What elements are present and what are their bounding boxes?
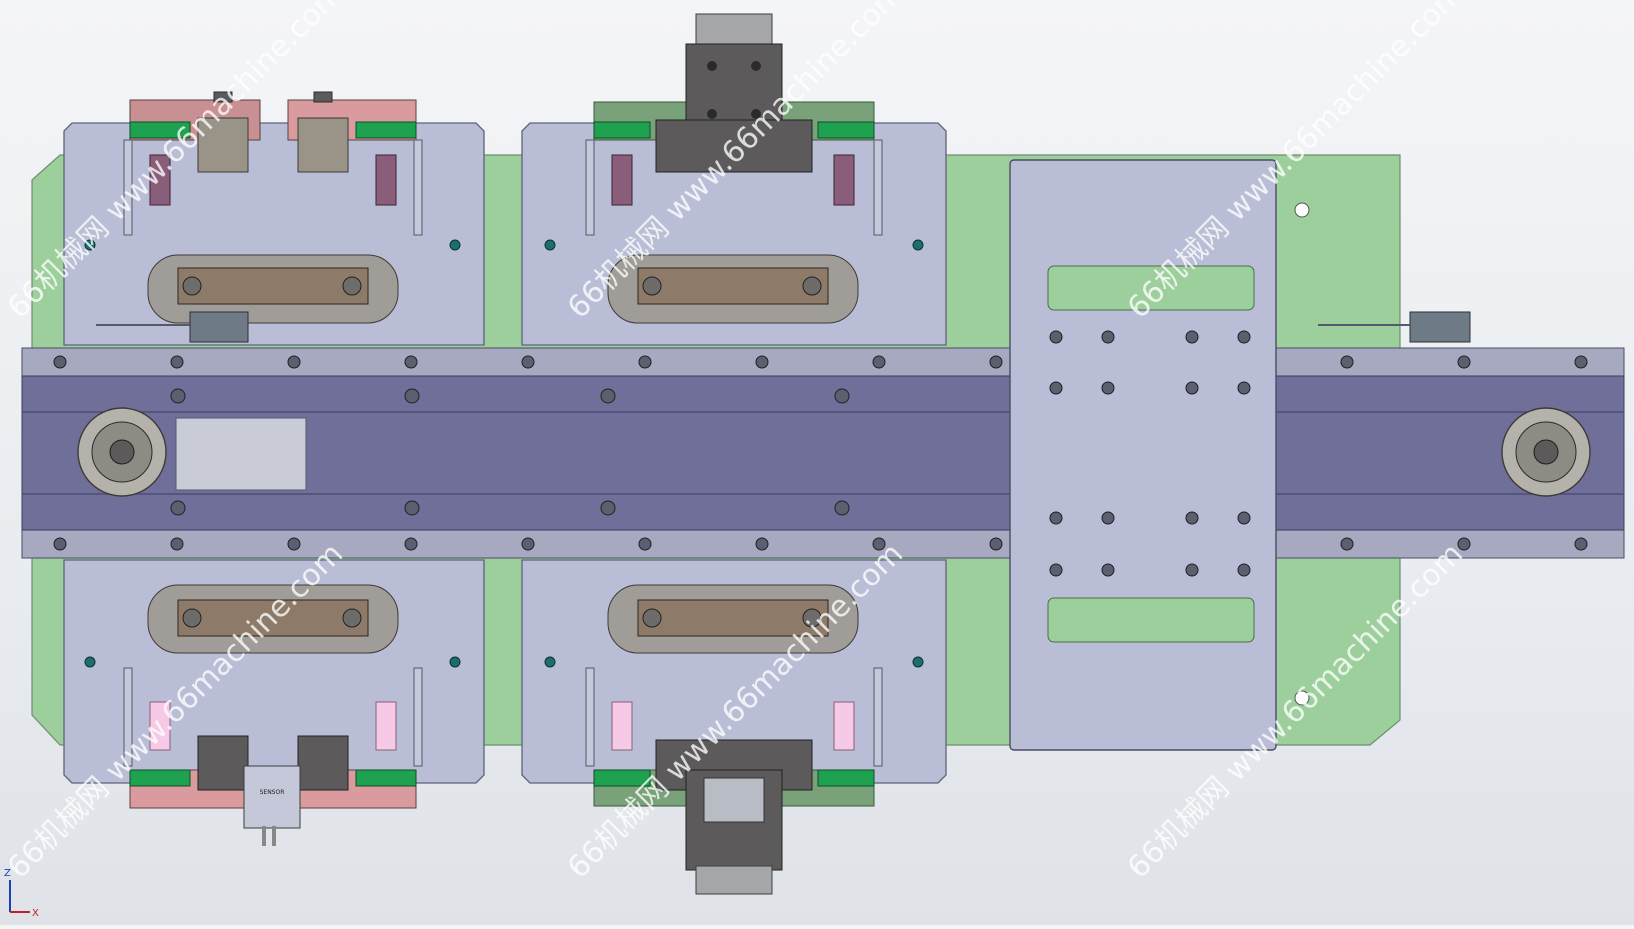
bolt (53, 537, 67, 551)
bolt (1185, 563, 1199, 577)
bolt (755, 537, 769, 551)
carrier-slot-bottom (1047, 597, 1255, 643)
bolt (1049, 511, 1063, 525)
drive-pulley-left[interactable] (77, 407, 167, 497)
bolt (1185, 511, 1199, 525)
view-triad[interactable]: Z X (4, 868, 39, 919)
bolt (1049, 381, 1063, 395)
bolt (1101, 330, 1115, 344)
bolt (287, 537, 301, 551)
idler-pulley-right[interactable] (1501, 407, 1591, 497)
proximity-sensor-right[interactable] (1409, 311, 1471, 343)
conveyor-belt (21, 375, 1625, 531)
bolt (1574, 537, 1588, 551)
gripper-pad (593, 769, 651, 787)
bolt (1049, 330, 1063, 344)
gripper-pad (355, 769, 417, 787)
bolt (600, 500, 616, 516)
bolt (1101, 381, 1115, 395)
fixture-plate-top-left[interactable] (63, 91, 485, 346)
gripper-pad (129, 769, 191, 787)
carrier-slot-top (1047, 265, 1255, 311)
fixture-plate-bottom-middle[interactable] (521, 559, 947, 895)
bolt (53, 355, 67, 369)
triad-axis-label: Z (4, 868, 11, 879)
bolt (1457, 355, 1471, 369)
gripper-pad (593, 121, 651, 139)
proximity-sensor[interactable] (189, 311, 249, 343)
bolt (1101, 563, 1115, 577)
bolt (872, 537, 886, 551)
bolt (170, 388, 186, 404)
bolt (1237, 511, 1251, 525)
bolt (404, 355, 418, 369)
conveyor-rail-bottom (21, 529, 1625, 559)
bolt (1185, 381, 1199, 395)
gripper-pad (129, 121, 191, 139)
bolt (404, 537, 418, 551)
photoelectric-sensor[interactable] (243, 765, 301, 829)
bolt (600, 388, 616, 404)
sensor-label: SENSOR (260, 789, 285, 796)
carrier-plate-right[interactable] (1009, 159, 1471, 751)
bolt (872, 355, 886, 369)
bolt (170, 537, 184, 551)
bolt (404, 388, 420, 404)
gripper-pad (355, 121, 417, 139)
carrier-bolts (1049, 330, 1251, 577)
bolt (287, 355, 301, 369)
conveyor-rail-top (21, 347, 1625, 377)
gripper-pad (817, 769, 875, 787)
bolt (834, 388, 850, 404)
bolt (755, 355, 769, 369)
bolt (1237, 330, 1251, 344)
bolt (521, 355, 535, 369)
bolt (989, 355, 1003, 369)
bolt (170, 500, 186, 516)
bolt (404, 500, 420, 516)
bolt (1185, 330, 1199, 344)
bolt (1049, 563, 1063, 577)
bolt (989, 537, 1003, 551)
bolt (1101, 511, 1115, 525)
bolt (1340, 537, 1354, 551)
triad-axis-label: X (32, 908, 39, 919)
gripper-pad (817, 121, 875, 139)
bolt (638, 537, 652, 551)
bolt (521, 537, 535, 551)
bolt (834, 500, 850, 516)
bolt (1574, 355, 1588, 369)
bolt (1237, 381, 1251, 395)
belt-tensioner (175, 417, 307, 491)
fixture-plate-top-middle[interactable] (521, 13, 947, 346)
bolt (1457, 537, 1471, 551)
fixture-plate-bottom-left[interactable]: SENSOR (63, 559, 485, 846)
bolt (170, 355, 184, 369)
bolt (638, 355, 652, 369)
bolt (1237, 563, 1251, 577)
bolt (1340, 355, 1354, 369)
conveyor[interactable] (21, 347, 1625, 559)
